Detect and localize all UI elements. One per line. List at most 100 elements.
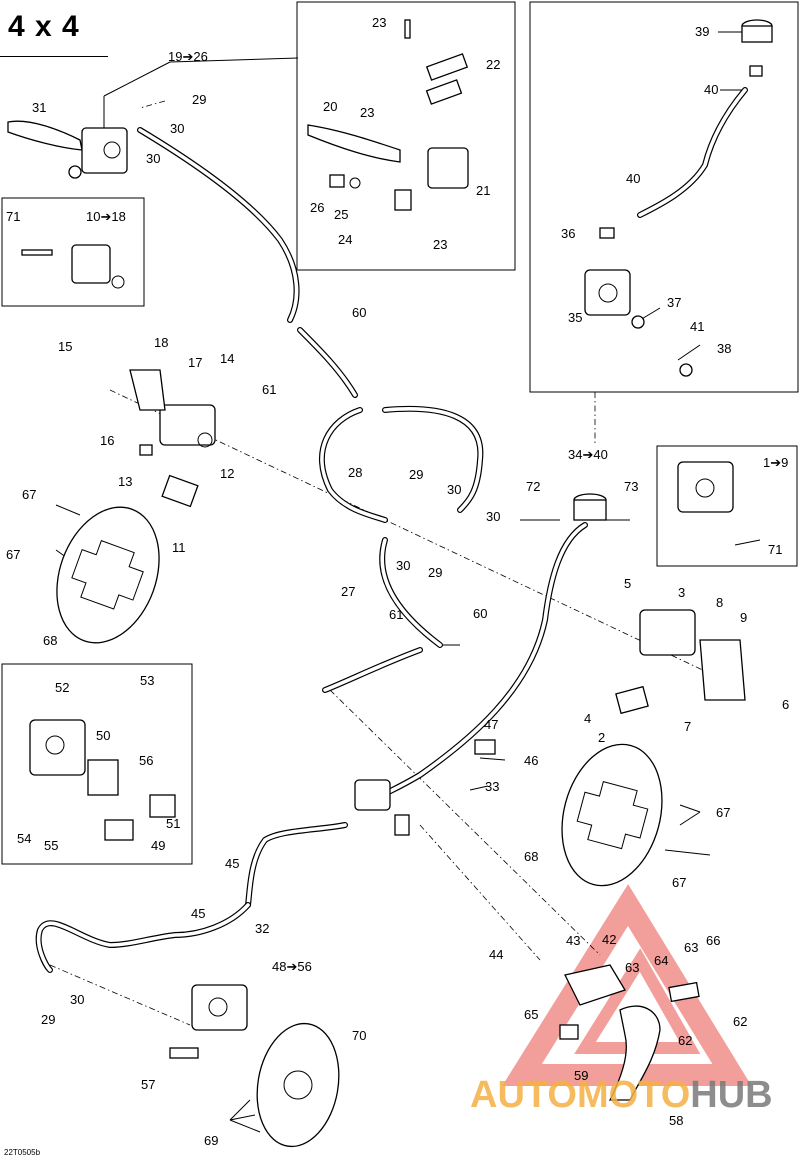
part-label: 69 <box>204 1133 219 1148</box>
rear-pedal-assembly <box>559 964 700 1101</box>
part-label: 67 <box>22 487 37 502</box>
part-label: 30 <box>486 509 501 524</box>
part-label: 1➔9 <box>763 455 789 470</box>
caliper-front-right <box>615 609 746 715</box>
title-rule <box>0 56 108 57</box>
page-title: 4 x 4 <box>8 10 80 43</box>
rear-master-cylinder <box>584 227 693 377</box>
part-label: 40 <box>626 171 641 186</box>
part-label: 6 <box>782 697 790 712</box>
part-label: 15 <box>58 339 73 354</box>
part-label: 32 <box>255 921 270 936</box>
rear-reservoir-center <box>573 493 607 521</box>
part-label: 10➔18 <box>86 209 126 224</box>
part-label: 53 <box>140 673 155 688</box>
part-label: 29 <box>428 565 443 580</box>
inset-box-alt-lever <box>1 197 145 307</box>
part-label: 71 <box>6 209 21 224</box>
part-label: 24 <box>338 232 353 247</box>
part-label: 43 <box>566 933 581 948</box>
inset-box-alt-caliper-right <box>656 445 798 567</box>
proportioning-valve <box>354 739 496 836</box>
part-label: 60 <box>352 305 367 320</box>
part-label: 46 <box>524 753 539 768</box>
part-label: 30 <box>396 558 411 573</box>
part-label: 72 <box>526 479 541 494</box>
part-label: 67 <box>672 875 687 890</box>
part-label: 25 <box>334 207 349 222</box>
part-label: 67 <box>6 547 21 562</box>
part-label: 48➔56 <box>272 959 312 974</box>
part-label: 34➔40 <box>568 447 608 462</box>
part-label: 5 <box>624 576 632 591</box>
caliper-rear <box>169 984 248 1059</box>
part-label: 20 <box>323 99 338 114</box>
part-label: 9 <box>740 610 748 625</box>
part-label: 61 <box>262 382 277 397</box>
part-label: 50 <box>96 728 111 743</box>
part-label: 29 <box>409 467 424 482</box>
watermark-text-secondary: HUB <box>690 1074 773 1116</box>
part-label: 51 <box>166 816 181 831</box>
part-label: 23 <box>372 15 387 30</box>
caliper-inset-left <box>29 719 176 841</box>
part-label: 47 <box>484 717 499 732</box>
part-label: 29 <box>192 92 207 107</box>
part-label: 28 <box>348 465 363 480</box>
part-label: 29 <box>41 1012 56 1027</box>
part-label: 52 <box>55 680 70 695</box>
part-label: 42 <box>602 932 617 947</box>
leader-lines <box>49 31 761 1133</box>
part-label: 55 <box>44 838 59 853</box>
part-label: 36 <box>561 226 576 241</box>
part-label: 45 <box>191 906 206 921</box>
part-label: 35 <box>568 310 583 325</box>
part-label: 2 <box>598 730 606 745</box>
brake-hoses <box>35 87 748 973</box>
part-label: 26 <box>310 200 325 215</box>
part-label: 68 <box>524 849 539 864</box>
part-label: 30 <box>170 121 185 136</box>
part-label: 73 <box>624 479 639 494</box>
part-label: 8 <box>716 595 724 610</box>
inset-box-master-cylinder <box>296 1 516 271</box>
part-label: 40 <box>704 82 719 97</box>
part-label: 31 <box>32 100 47 115</box>
part-label: 33 <box>485 779 500 794</box>
part-label: 57 <box>141 1077 156 1092</box>
inset-box-rear-reservoir <box>529 1 799 393</box>
part-label: 54 <box>17 831 32 846</box>
part-label: 22 <box>486 57 501 72</box>
part-label: 70 <box>352 1028 367 1043</box>
part-label: 63 <box>625 960 640 975</box>
part-label: 39 <box>695 24 710 39</box>
part-label: 58 <box>669 1113 684 1128</box>
part-label: 62 <box>678 1033 693 1048</box>
caliper-inset-right <box>677 461 734 513</box>
part-label: 67 <box>716 805 731 820</box>
part-label: 37 <box>667 295 682 310</box>
brake-disc-rear <box>256 1022 340 1148</box>
part-label: 30 <box>146 151 161 166</box>
part-label: 16 <box>100 433 115 448</box>
part-label: 13 <box>118 474 133 489</box>
part-label: 14 <box>220 351 235 366</box>
part-label: 65 <box>524 1007 539 1022</box>
part-label: 41 <box>690 319 705 334</box>
caliper-front-left <box>129 369 216 508</box>
part-label: 49 <box>151 838 166 853</box>
watermark-text-primary: AUTOMOTO <box>470 1074 691 1116</box>
part-label: 7 <box>684 719 692 734</box>
part-label: 4 <box>584 711 592 726</box>
part-label: 30 <box>447 482 462 497</box>
title-box: 4 x 4 <box>0 0 108 56</box>
drawing-id: 22T0505b <box>4 1148 41 1157</box>
part-label: 17 <box>188 355 203 370</box>
part-label: 30 <box>70 992 85 1007</box>
part-label: 59 <box>574 1068 589 1083</box>
part-label: 12 <box>220 466 235 481</box>
rear-reservoir <box>741 19 773 77</box>
brake-disc-front-right <box>561 743 663 887</box>
part-label: 60 <box>473 606 488 621</box>
